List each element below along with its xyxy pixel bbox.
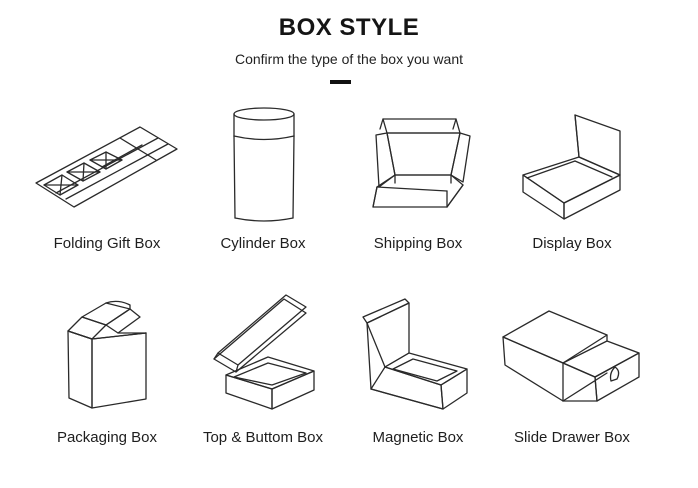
cylinder-box-icon: [233, 107, 295, 222]
box-style-card-folding-gift[interactable]: Folding Gift Box: [22, 105, 192, 265]
page-subtitle: Confirm the type of the box you want: [234, 51, 463, 67]
box-style-card-packaging[interactable]: Packaging Box: [22, 295, 192, 455]
shipping-box-icon: [372, 118, 471, 208]
box-label: Packaging Box: [56, 429, 158, 446]
title-divider: [330, 80, 351, 84]
box-label: Shipping Box: [373, 235, 463, 252]
box-label: Display Box: [532, 235, 612, 252]
slide-drawer-box-icon: [502, 310, 640, 402]
box-label: Magnetic Box: [372, 429, 464, 446]
box-label: Slide Drawer Box: [514, 429, 630, 446]
display-box-icon: [522, 114, 621, 220]
box-style-card-shipping[interactable]: Shipping Box: [333, 105, 503, 265]
box-label: Folding Gift Box: [53, 235, 161, 252]
magnetic-box-icon: [362, 298, 468, 410]
box-style-card-magnetic[interactable]: Magnetic Box: [333, 295, 503, 455]
packaging-box-icon: [67, 300, 147, 409]
box-style-card-display[interactable]: Display Box: [487, 105, 657, 265]
box-label: Top & Buttom Box: [202, 429, 324, 446]
top-bottom-box-icon: [213, 294, 315, 410]
page-title: BOX STYLE: [278, 14, 420, 41]
box-style-card-top-bottom[interactable]: Top & Buttom Box: [178, 294, 348, 455]
box-label: Cylinder Box: [220, 235, 306, 252]
folding-gift-box-icon: [35, 126, 178, 208]
box-style-card-slide-drawer[interactable]: Slide Drawer Box: [487, 295, 657, 455]
box-style-card-cylinder[interactable]: Cylinder Box: [178, 105, 348, 265]
